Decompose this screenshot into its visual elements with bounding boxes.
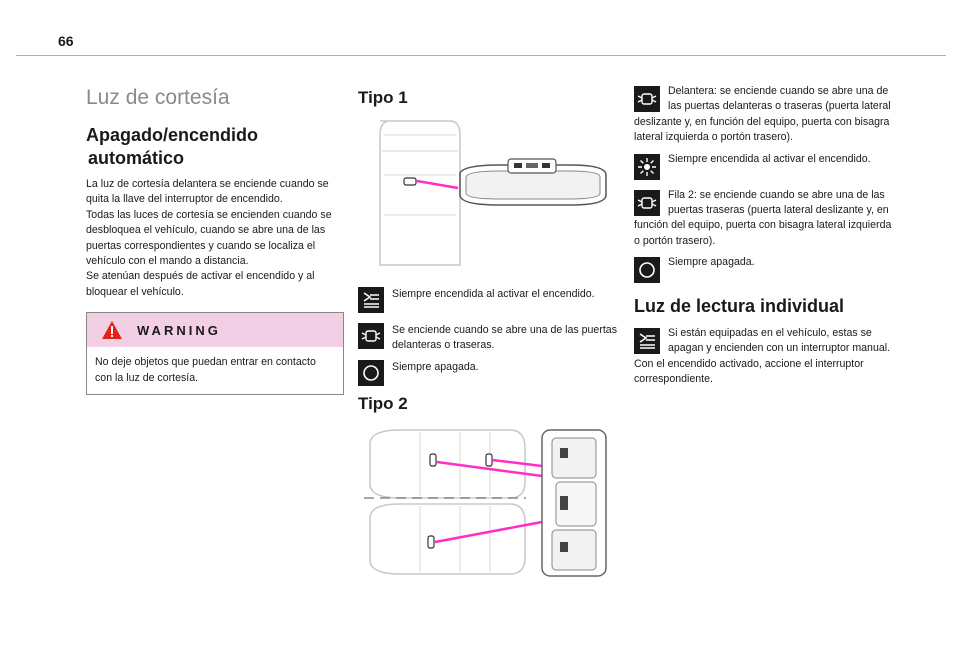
list-item: Se enciende cuando se abre una de las pu… [358,323,618,354]
header-divider [16,55,946,56]
lamp-on-icon [634,327,660,354]
circle-off-icon [358,359,384,386]
circle-off-icon [634,257,660,284]
paragraph: Todas las luces de cortesía se encienden… [86,208,332,268]
list-item: Siempre encendida al activar el encendid… [634,152,892,182]
warning-header: WARNING [87,313,343,348]
left-column: Luz de cortesía Apagado/encendido automá… [86,84,344,396]
door-open-icon [358,323,384,349]
subsection-title: Apagado/encendido automático [86,125,259,168]
list-item: Delantera: se enciende cuando se abre un… [634,85,891,144]
door-open-icon [634,86,660,112]
right-column: Delantera: se enciende cuando se abre un… [634,84,892,387]
list-item: Siempre encendida al activar el encendid… [358,287,618,313]
paragraph: Se atenúan después de activar el encendi… [86,270,315,298]
warning-box: WARNING No deje objetos que puedan entra… [86,312,344,396]
list-item: Fila 2: se enciende cuando se abre una d… [634,188,892,247]
reading-light-title: Luz de lectura individual [634,296,845,317]
type2-title: Tipo 2 [358,394,408,413]
type1-list: Siempre encendida al activar el encendid… [358,287,618,392]
warning-title: WARNING [137,322,221,338]
list-item: Siempre apagada. [634,255,892,285]
paragraph: Con el encendido activado, accione el in… [634,357,864,385]
type1-illustration [379,120,607,266]
warning-text: No deje objetos que puedan entrar en con… [95,356,316,384]
middle-column: Tipo 1 [358,84,618,108]
type1-title: Tipo 1 [358,88,408,107]
type2-heading: Tipo 2 [358,390,408,414]
door-open-icon [634,189,660,216]
lamp-on-icon [358,287,384,313]
type2-illustration [364,429,607,577]
list-item: Si están equipadas en el vehículo, estas… [634,326,892,357]
paragraph: La luz de cortesía delantera se enciende… [86,178,329,206]
sun-icon [634,153,660,180]
page-number: 66 [58,33,74,49]
list-item: Siempre apagada. [358,359,618,386]
section-title: Luz de cortesía [86,86,230,109]
warning-triangle-icon [102,321,122,340]
